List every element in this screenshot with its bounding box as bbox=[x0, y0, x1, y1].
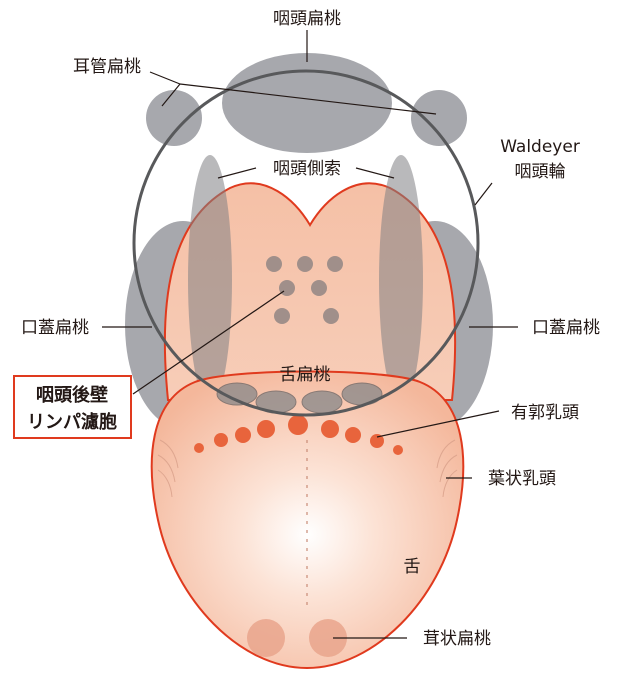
tubal-tonsil-right-shape bbox=[411, 90, 467, 146]
label-palatine-tonsil-right: 口蓋扁桃 bbox=[532, 318, 600, 338]
label-foliate-papillae: 葉状乳頭 bbox=[488, 469, 556, 489]
fungiform-left-shape bbox=[247, 619, 285, 657]
label-waldeyer-line2: 咽頭輪 bbox=[515, 162, 566, 182]
label-waldeyer-line1: Waldeyer bbox=[500, 137, 580, 157]
tubal-tonsil-left-shape bbox=[146, 90, 202, 146]
label-pharyngeal-tonsil: 咽頭扁桃 bbox=[273, 9, 341, 29]
lateral-band-right-shape bbox=[379, 155, 423, 405]
label-tubal-tonsil: 耳管扁桃 bbox=[73, 57, 141, 77]
label-palatine-tonsil-left: 口蓋扁桃 bbox=[21, 318, 89, 338]
label-tongue: 舌 bbox=[404, 557, 421, 577]
label-fungiform-tonsil: 茸状扁桃 bbox=[423, 629, 491, 649]
pharyngeal-tonsil-shape bbox=[222, 53, 392, 153]
label-posterior-wall-line1: 咽頭後壁 bbox=[36, 384, 108, 406]
label-posterior-wall-line2: リンパ濾胞 bbox=[27, 411, 117, 433]
label-circumvallate-papillae: 有郭乳頭 bbox=[511, 403, 579, 423]
label-lingual-tonsil: 舌扁桃 bbox=[280, 365, 331, 385]
label-lateral-band: 咽頭側索 bbox=[273, 159, 341, 179]
lateral-band-left-shape bbox=[188, 155, 232, 405]
